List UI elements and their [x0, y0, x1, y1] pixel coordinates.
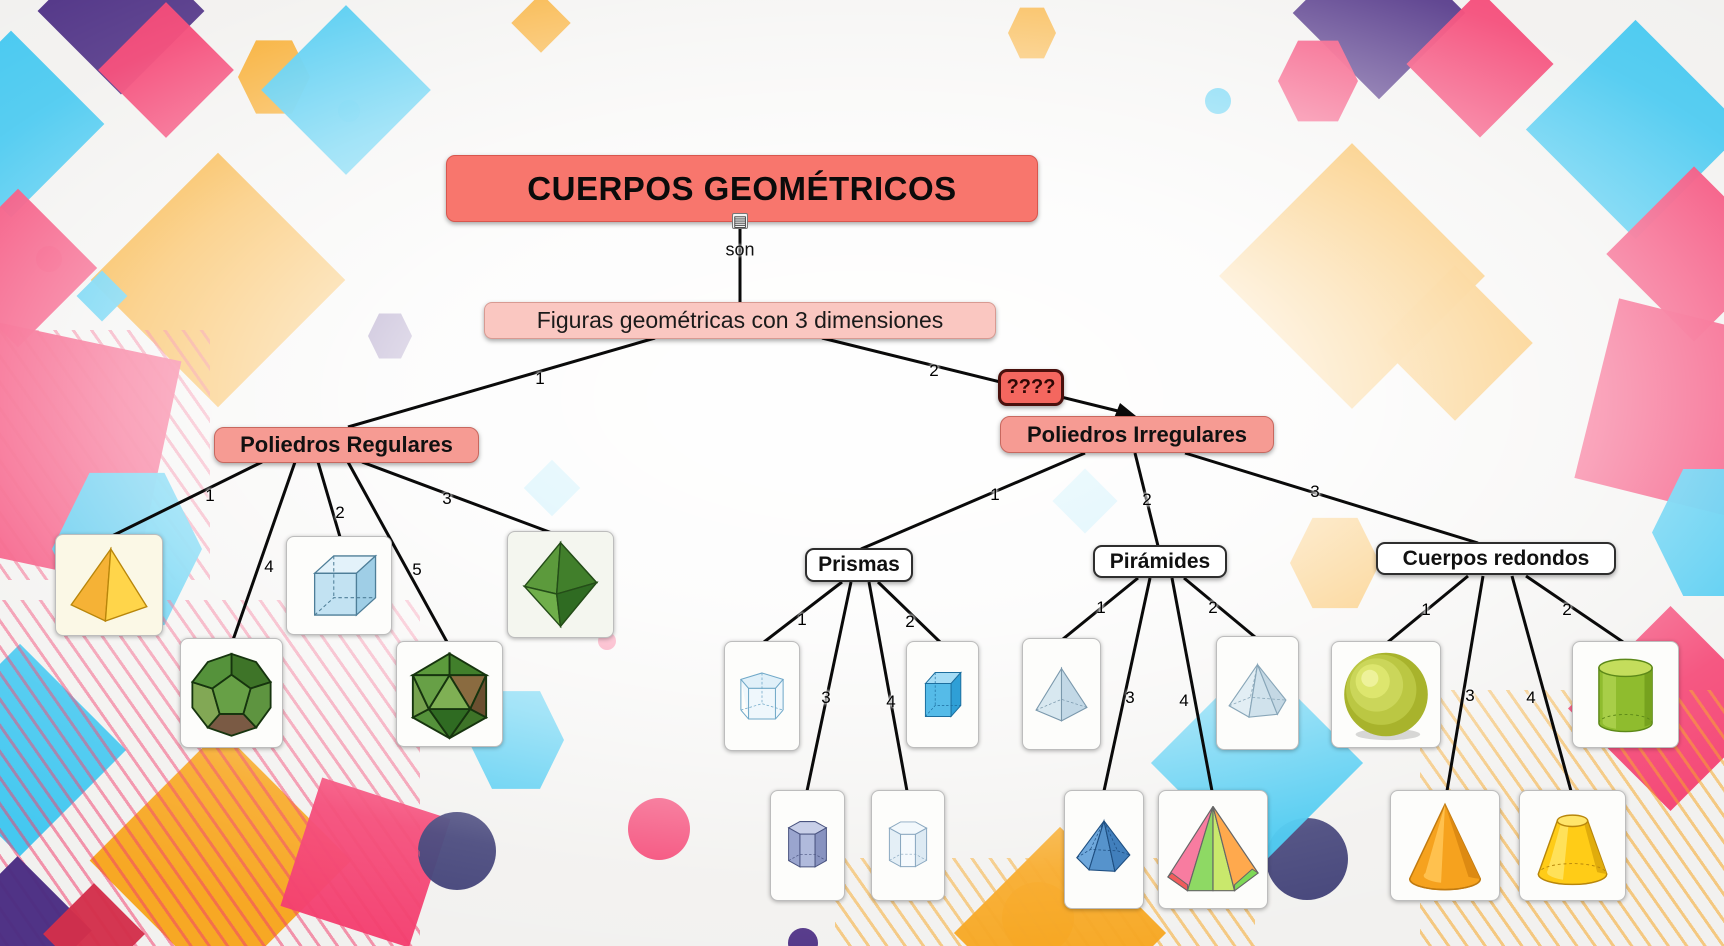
hexagonal-prism-icon [787, 821, 828, 868]
card-multicolor-pyramid[interactable] [1158, 790, 1268, 909]
edge-redondos-3 [1445, 575, 1485, 792]
icosahedron-icon [409, 651, 490, 740]
edge-label: 3 [1125, 688, 1135, 707]
edge-label: 3 [1310, 482, 1320, 501]
edge-prismas-4 [867, 581, 909, 792]
edge-label: 1 [990, 485, 1000, 504]
edge-label: 5 [412, 560, 422, 579]
card-hexagonal-pyramid[interactable] [1064, 790, 1144, 909]
rectangular-prism-icon [924, 671, 962, 718]
node-definition[interactable]: Figuras geométricas con 3 dimensiones [484, 302, 996, 339]
cube-icon [312, 554, 378, 617]
dodecahedron-icon [190, 652, 273, 737]
edge-regulares-2 [316, 461, 342, 538]
edge-label: 4 [1179, 691, 1189, 710]
multicolor-pyramid-icon [1167, 806, 1259, 892]
edge-definition-regulares [347, 336, 656, 429]
edge-regulares-1 [111, 460, 263, 538]
edge-label: 3 [442, 489, 452, 508]
square-pyramid-icon [1035, 666, 1088, 722]
edge-label: 1 [205, 486, 215, 505]
linking-word-son: son [725, 239, 755, 260]
edge-label: 2 [1208, 598, 1218, 617]
edge-label: 2 [1142, 490, 1152, 509]
truncated-cone-icon [1537, 814, 1608, 886]
card-square-pyramid[interactable] [1022, 638, 1101, 750]
edge-regulares-4 [231, 461, 297, 641]
card-sphere[interactable] [1331, 641, 1441, 748]
edge-irregulares-redondos [1184, 451, 1479, 545]
edge-regulares-3 [361, 460, 553, 535]
edge-label: 1 [1096, 598, 1106, 617]
edge-label: 2 [335, 503, 345, 522]
root-node-title[interactable]: CUERPOS GEOMÉTRICOS [446, 155, 1038, 222]
edge-label: 1 [797, 610, 807, 629]
edge-redondos-1 [1387, 574, 1469, 644]
node-prismas[interactable]: Prismas [805, 548, 913, 582]
edge-label: 3 [1465, 686, 1475, 705]
edge-label: 3 [821, 688, 831, 707]
edge-piramides-1 [1062, 576, 1139, 641]
card-truncated-cone[interactable] [1519, 790, 1626, 901]
edge-label: 2 [929, 361, 939, 380]
node-cuerpos-redondos[interactable]: Cuerpos redondos [1376, 542, 1616, 575]
card-rectangular-prism[interactable] [906, 641, 979, 748]
card-dodecahedron[interactable] [180, 638, 283, 748]
hexagonal-prism-outline-icon [888, 821, 928, 868]
card-octahedron[interactable] [507, 531, 614, 638]
node-poliedros-regulares[interactable]: Poliedros Regulares [214, 427, 479, 463]
node-piramides[interactable]: Pirámides [1093, 545, 1227, 578]
edge-irregulares-piramides [1133, 452, 1160, 547]
card-pentagonal-pyramid[interactable] [1216, 636, 1299, 750]
pentagonal-pyramid-icon [1228, 662, 1287, 719]
edge-regulares-5 [346, 461, 449, 643]
card-cylinder[interactable] [1572, 641, 1679, 748]
edge-definition-irregulares [821, 336, 1127, 415]
edge-prismas-2 [876, 580, 942, 644]
edge-label: 4 [264, 557, 274, 576]
hexagonal-pyramid-icon [1076, 818, 1131, 873]
cylinder-icon [1598, 658, 1653, 733]
edge-label: 4 [1526, 688, 1536, 707]
edge-piramides-3 [1102, 577, 1152, 792]
sphere-icon [1344, 652, 1428, 741]
card-hexagonal-prism[interactable] [770, 790, 845, 901]
card-icosahedron[interactable] [396, 641, 503, 747]
edge-redondos-4 [1510, 575, 1573, 792]
edge-label: 2 [905, 612, 915, 631]
edge-prismas-3 [805, 581, 853, 792]
edge-label: 1 [1421, 600, 1431, 619]
card-hexagonal-prism-outline[interactable] [871, 790, 945, 901]
edge-prismas-1 [763, 580, 843, 644]
edge-redondos-2 [1525, 574, 1624, 644]
resource-icon[interactable]: ▤ [732, 213, 748, 230]
card-pentagonal-prism[interactable] [724, 641, 800, 751]
edge-label: 2 [1562, 600, 1572, 619]
node-poliedros-irregulares[interactable]: Poliedros Irregulares [1000, 416, 1274, 453]
pentagonal-prism-icon [739, 672, 785, 720]
cone-icon [1408, 802, 1482, 891]
edge-label: 4 [886, 692, 896, 711]
edge-irregulares-prismas [860, 451, 1086, 551]
tetrahedron-icon [70, 546, 148, 623]
edge-piramides-4 [1170, 577, 1214, 792]
edge-label: 1 [535, 369, 545, 388]
card-cone[interactable] [1390, 790, 1500, 901]
octahedron-icon [522, 540, 599, 629]
card-cube[interactable] [286, 536, 392, 635]
card-tetrahedron[interactable] [55, 534, 163, 636]
edge-piramides-2 [1183, 576, 1256, 639]
node-unknown[interactable]: ???? [998, 369, 1064, 406]
arrowhead-irregulares [1114, 403, 1136, 418]
